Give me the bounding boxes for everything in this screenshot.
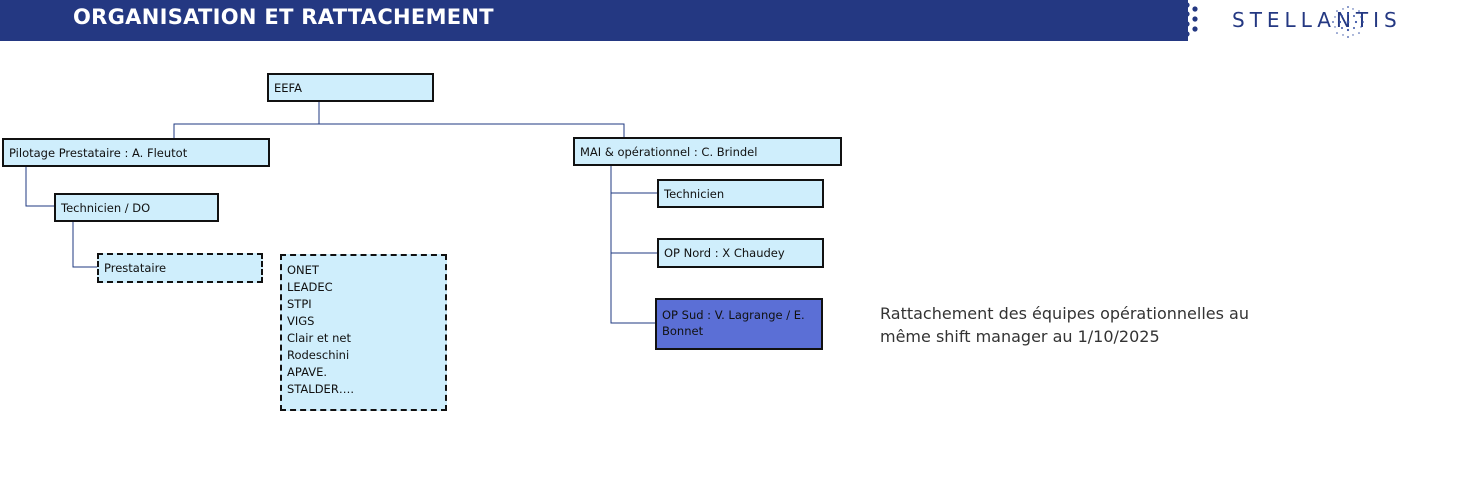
list-item: ONET (287, 263, 319, 277)
connector-technicien-prestataire (72, 221, 98, 268)
node-technicien-label: Technicien (664, 186, 725, 201)
list-item: VIGS (287, 314, 315, 328)
list-item: STPI (287, 297, 312, 311)
list-item: LEADEC (287, 280, 333, 294)
connector-right-opsud (610, 253, 656, 324)
node-providers-list: ONET LEADEC STPI VIGS Clair et net Rodes… (280, 254, 447, 411)
connector-root-left (173, 101, 320, 138)
stellantis-star-icon (1332, 6, 1364, 38)
node-mai-label: MAI & opérationnel : C. Brindel (580, 144, 758, 159)
list-item: Rodeschini (287, 348, 350, 362)
node-op-nord-label: OP Nord : X Chaudey (664, 246, 785, 260)
logo-text: STELLANTIS (1232, 8, 1402, 32)
node-pilotage-prestataire: Pilotage Prestataire : A. Fleutot (2, 138, 270, 167)
connector-left-technicien (25, 166, 56, 207)
node-mai-operationnel: MAI & opérationnel : C. Brindel (573, 137, 842, 166)
node-technicien-do-label: Technicien / DO (61, 200, 151, 215)
node-op-sud-label: OP Sud : V. Lagrange / E. Bonnet (662, 308, 805, 338)
list-item: Clair et net (287, 331, 351, 345)
node-technicien: Technicien (657, 179, 824, 208)
header-bar: ORGANISATION ET RATTACHEMENT (0, 0, 1188, 41)
connector-root-right (319, 123, 625, 137)
page-title: ORGANISATION ET RATTACHEMENT (73, 5, 494, 29)
dots-decoration-icon (1184, 2, 1198, 37)
stellantis-logo: STELLANTIS (1180, 0, 1466, 46)
connector-right-technicien (610, 165, 658, 194)
node-op-nord: OP Nord : X Chaudey (657, 238, 824, 268)
list-item: APAVE. (287, 365, 327, 379)
node-eefa-label: EEFA (274, 80, 302, 95)
list-item: STALDER…. (287, 382, 354, 396)
node-prestataire: Prestataire (97, 253, 263, 283)
node-prestataire-label: Prestataire (104, 261, 167, 275)
connector-right-opnord (610, 193, 658, 254)
node-op-sud: OP Sud : V. Lagrange / E. Bonnet (655, 298, 823, 350)
header: ORGANISATION ET RATTACHEMENT STELLANTIS (0, 0, 1466, 41)
node-eefa: EEFA (267, 73, 434, 102)
node-technicien-do: Technicien / DO (54, 193, 219, 222)
note-text: Rattachement des équipes opérationnelles… (880, 304, 1249, 346)
node-pilotage-label: Pilotage Prestataire : A. Fleutot (9, 145, 188, 160)
